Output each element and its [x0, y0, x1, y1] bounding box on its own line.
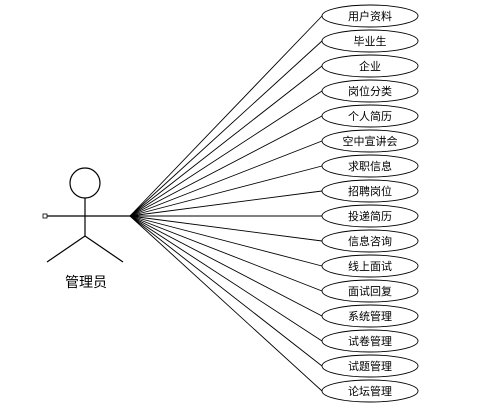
use-case: 毕业生 — [321, 29, 419, 53]
use-case-label: 信息咨询 — [348, 234, 392, 248]
association-line — [129, 190, 323, 217]
association-line — [129, 215, 323, 317]
use-case-ellipse — [321, 154, 419, 178]
use-case-label: 求职信息 — [348, 159, 392, 173]
use-case: 试题管理 — [321, 354, 419, 378]
association-line — [129, 165, 323, 217]
use-case: 个人简历 — [321, 104, 419, 128]
use-case: 投递简历 — [321, 204, 419, 228]
use-case-ellipse — [321, 179, 419, 203]
use-case-ellipse — [321, 54, 419, 78]
use-case-label: 企业 — [359, 59, 381, 73]
use-case: 求职信息 — [321, 154, 419, 178]
use-case: 企业 — [321, 54, 419, 78]
use-case-label: 招聘岗位 — [348, 184, 392, 198]
association-line — [129, 40, 323, 217]
use-case: 系统管理 — [321, 304, 419, 328]
use-case-ellipse — [321, 29, 419, 53]
use-case-list: 用户资料毕业生企业岗位分类个人简历空中宣讲会求职信息招聘岗位投递简历信息咨询线上… — [321, 4, 419, 403]
use-case-ellipse — [321, 4, 419, 28]
use-case-label: 试题管理 — [348, 359, 392, 373]
use-case: 论坛管理 — [321, 379, 419, 403]
use-case-label: 个人简历 — [348, 109, 392, 123]
actor-right-leg — [84, 235, 124, 263]
use-case-ellipse — [321, 279, 419, 303]
association-line — [129, 215, 323, 242]
use-case-label: 岗位分类 — [348, 84, 392, 98]
use-case-label: 论坛管理 — [348, 384, 392, 398]
association-line — [129, 15, 323, 217]
use-case-label: 线上面试 — [348, 259, 392, 273]
use-case: 岗位分类 — [321, 79, 419, 103]
use-case-ellipse — [321, 354, 419, 378]
use-case-ellipse — [321, 329, 419, 353]
use-case-label: 用户资料 — [348, 9, 392, 23]
association-line — [129, 90, 323, 217]
association-line — [129, 215, 323, 367]
association-line — [129, 215, 323, 292]
use-case: 信息咨询 — [321, 229, 419, 253]
use-case: 空中宣讲会 — [321, 129, 419, 153]
use-case-ellipse — [321, 304, 419, 328]
use-case: 招聘岗位 — [321, 179, 419, 203]
use-case-ellipse — [321, 379, 419, 403]
actor-left-leg — [46, 235, 86, 263]
use-case: 用户资料 — [321, 4, 419, 28]
use-case-ellipse — [321, 229, 419, 253]
use-case-ellipse — [321, 104, 419, 128]
use-case-label: 系统管理 — [348, 309, 392, 323]
use-case-ellipse — [321, 204, 419, 228]
use-case-ellipse — [321, 79, 419, 103]
actor-admin: 管理员 — [42, 167, 130, 291]
association-line — [129, 65, 323, 217]
use-case-label: 毕业生 — [354, 34, 387, 48]
actor-name: 管理员 — [65, 275, 107, 291]
use-case-label: 投递简历 — [348, 209, 392, 223]
use-case: 面试回复 — [321, 279, 419, 303]
actor-head — [69, 167, 101, 199]
use-case-label: 试卷管理 — [348, 334, 392, 348]
association-line — [129, 115, 323, 217]
association-line — [129, 215, 323, 267]
association-lines — [129, 15, 323, 392]
actor-arm-handle — [42, 213, 48, 219]
association-line — [129, 140, 323, 217]
use-case-label: 空中宣讲会 — [343, 134, 398, 148]
use-case: 线上面试 — [321, 254, 419, 278]
use-case-ellipse — [321, 254, 419, 278]
use-case-ellipse — [321, 129, 419, 153]
use-case-label: 面试回复 — [348, 284, 392, 298]
use-case: 试卷管理 — [321, 329, 419, 353]
association-line — [129, 215, 323, 342]
association-line — [129, 215, 323, 392]
